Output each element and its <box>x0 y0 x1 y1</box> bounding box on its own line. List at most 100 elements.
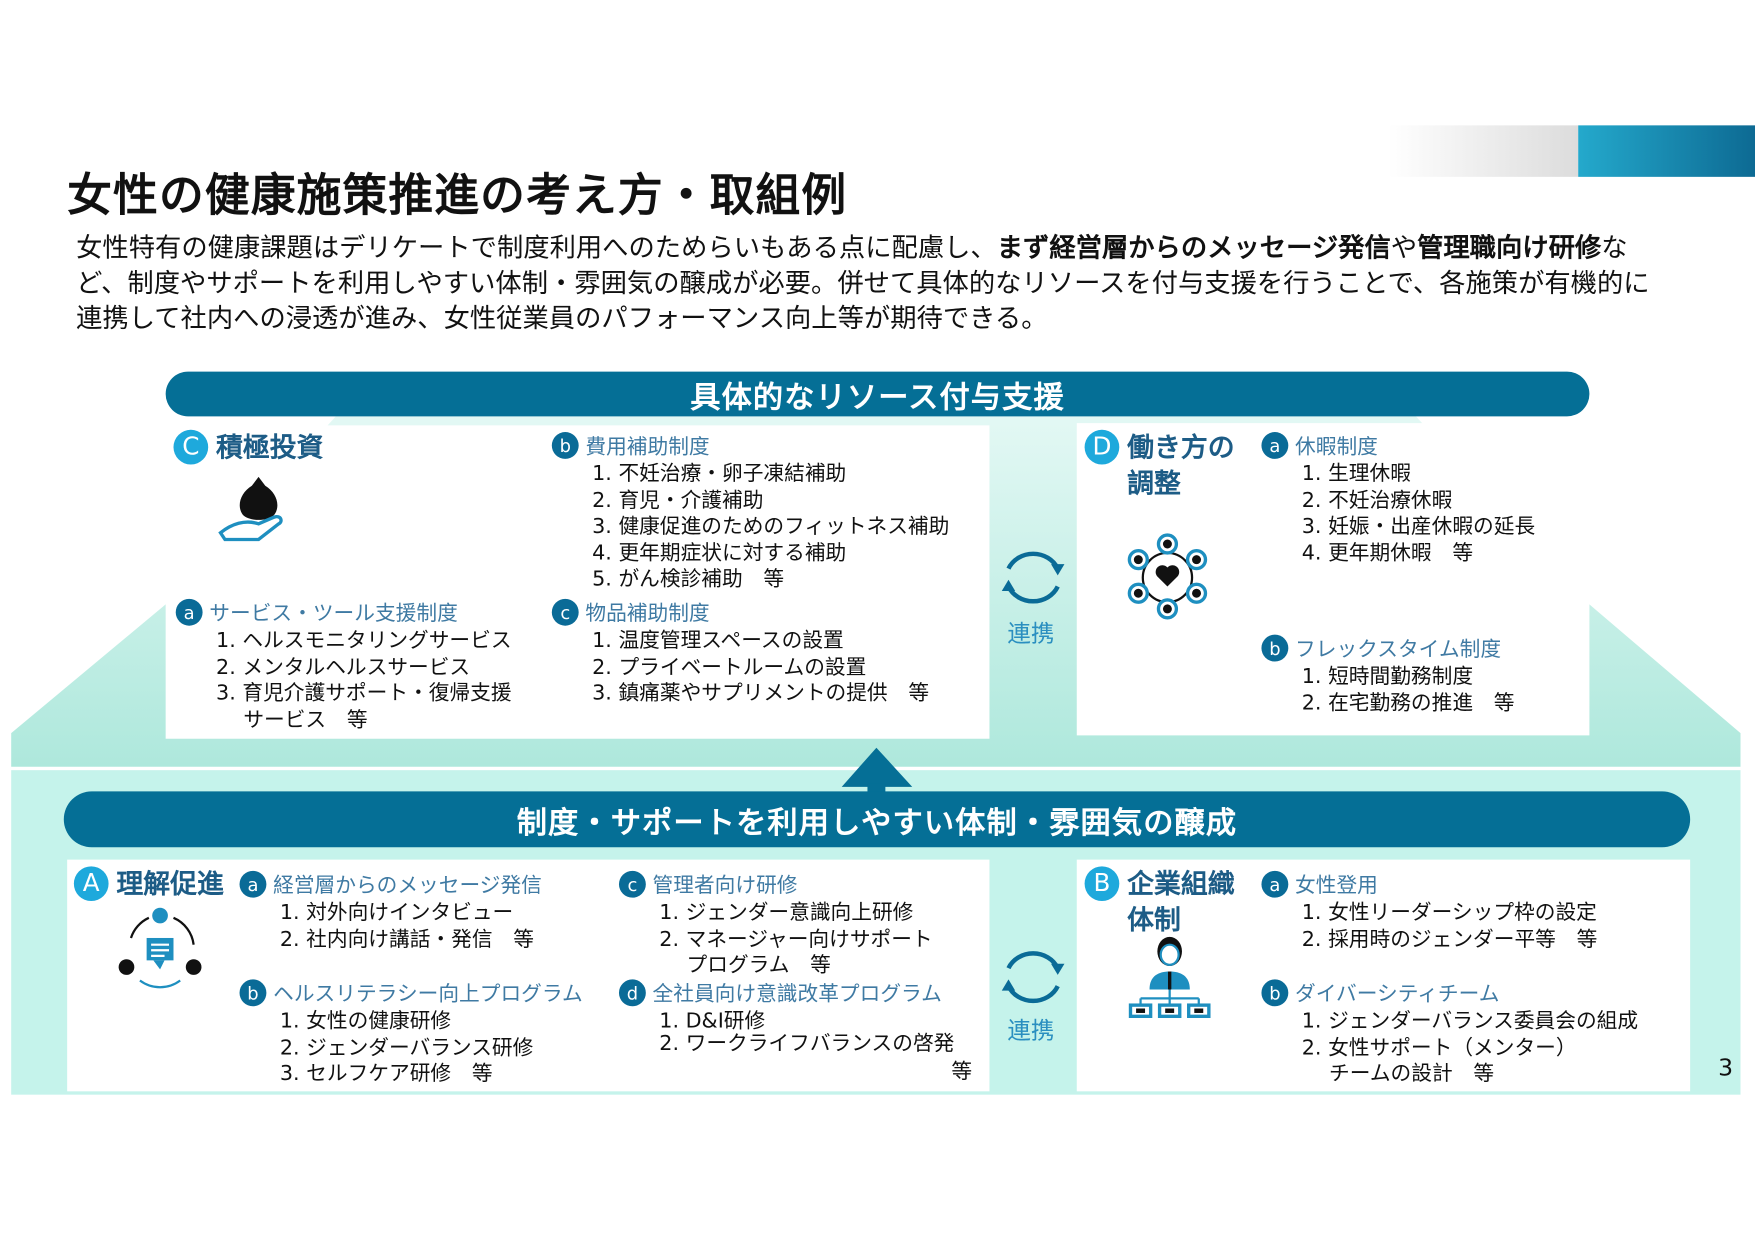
list-item: 1. D&I研修 <box>659 1009 766 1034</box>
category-title-line: 理解促進 <box>116 868 224 900</box>
header-decoration-accent <box>1578 125 1755 177</box>
list-item: 2. 女性サポート（メンター） <box>1301 1035 1577 1060</box>
list-item: 4. 更年期症状に対する補助 <box>592 541 847 565</box>
money-bag-hand-icon <box>218 476 283 542</box>
list-item: 3. セルフケア研修 等 <box>279 1062 493 1086</box>
list-item: 5. がん検診補助 等 <box>592 567 785 591</box>
category-title-line: 働き方の <box>1127 432 1235 464</box>
section-title: 管理者向け研修 <box>652 874 798 898</box>
panel-a <box>67 859 990 1092</box>
list-item: 3. 育児介護サポート・復帰支援 <box>216 681 512 706</box>
section-title: ダイバーシティチーム <box>1295 982 1500 1007</box>
section-title: 経営層からのメッセージ発信 <box>273 874 542 898</box>
list-item: 2. 育児・介護補助 <box>592 488 764 513</box>
section-title: 物品補助制度 <box>585 602 710 626</box>
section-title: 休暇制度 <box>1295 435 1378 459</box>
section-letter-badge: a <box>1261 870 1289 898</box>
category-title-line: 企業組織 <box>1127 868 1235 900</box>
cycle-arrows-icon <box>1001 551 1065 604</box>
list-item: 2. 不妊治療休暇 <box>1301 488 1453 513</box>
section-letter-badge: b <box>1261 634 1289 662</box>
banner-resource-support: 具体的なリソース付与支援 <box>165 371 1590 417</box>
list-item: 2. プライベートルームの設置 <box>592 655 867 679</box>
list-item: 2. 採用時のジェンダー平等 等 <box>1301 927 1598 951</box>
list-item: 3. 鎮痛薬やサプリメントの提供 等 <box>592 681 930 706</box>
list-item: 1. 生理休暇 <box>1301 462 1411 486</box>
network-people-icon <box>1127 533 1208 620</box>
list-item: 2. ジェンダーバランス研修 <box>279 1035 534 1060</box>
category-letter-badge: B <box>1084 866 1120 902</box>
list-item: 1. 不妊治療・卵子凍結補助 <box>592 462 847 486</box>
category-letter-badge: C <box>173 429 209 465</box>
section-letter-badge: b <box>1261 979 1289 1007</box>
banner-culture-building: 制度・サポートを利用しやすい体制・雰囲気の醸成 <box>63 791 1691 848</box>
cycle-arrows-icon <box>1001 951 1065 1004</box>
list-item: 1. 女性リーダーシップ枠の設定 <box>1301 901 1597 925</box>
section-letter-badge: c <box>551 598 579 626</box>
header-decoration <box>1387 125 1579 177</box>
renkei-label-top: 連携 <box>1007 620 1055 647</box>
list-item: 1. ジェンダー意識向上研修 <box>659 901 914 925</box>
section-letter-badge: d <box>618 979 646 1007</box>
list-item: 2. マネージャー向けサポート <box>659 927 933 951</box>
panel-c <box>165 425 990 739</box>
lead-emphasis: まず経営層からのメッセージ発信 <box>996 231 1391 264</box>
list-item: プログラム 等 <box>659 953 831 978</box>
category-title-line: 積極投資 <box>216 432 324 464</box>
list-item: 2. 在宅勤務の推進 等 <box>1301 691 1515 715</box>
list-item: 3. 妊娠・出産休暇の延長 <box>1301 514 1536 539</box>
category-letter-badge: A <box>73 866 109 902</box>
list-item: 2. メンタルヘルスサービス <box>216 655 471 679</box>
category-title: 理解促進 <box>116 866 223 902</box>
list-item: 4. 更年期休暇 等 <box>1301 541 1474 565</box>
list-item: 1. 短時間勤務制度 <box>1301 664 1474 689</box>
category-title: 企業組織体制 <box>1127 866 1234 938</box>
list-item: 2. ワークライフバランスの啓発 <box>659 1031 955 1055</box>
renkei-label-bottom: 連携 <box>1007 1017 1055 1045</box>
page-number: 3 <box>1718 1054 1734 1082</box>
list-item: 1. 温度管理スペースの設置 <box>592 629 844 653</box>
category-letter-badge: D <box>1084 429 1120 465</box>
list-item: 1. ジェンダーバランス委員会の組成 <box>1301 1009 1639 1034</box>
page-title: 女性の健康施策推進の考え方・取組例 <box>67 170 848 222</box>
section-title: ヘルスリテラシー向上プログラム <box>273 982 583 1007</box>
category-title-line: 体制 <box>1127 904 1181 936</box>
list-item: サービス 等 <box>216 707 368 732</box>
communication-cycle-icon <box>118 907 202 989</box>
up-arrow-icon <box>841 747 913 787</box>
list-item: 1. ヘルスモニタリングサービス <box>216 629 512 653</box>
org-chart-person-icon <box>1128 936 1211 1019</box>
category-title-line: 調整 <box>1127 467 1181 500</box>
lead-paragraph: 女性特有の健康課題はデリケートで制度利用へのためらいもある点に配慮し、まず経営層… <box>76 231 1665 337</box>
section-title: 全社員向け意識改革プログラム <box>652 982 942 1007</box>
list-item: 1. 対外向けインタビュー <box>279 901 514 925</box>
section-title: 女性登用 <box>1295 874 1378 898</box>
section-title: サービス・ツール支援制度 <box>209 602 458 626</box>
list-item: 等 <box>951 1059 973 1084</box>
section-letter-badge: b <box>551 432 579 459</box>
lead-text: や <box>1390 231 1418 264</box>
list-item: 2. 社内向け講話・発信 等 <box>279 927 534 951</box>
list-item: 1. 女性の健康研修 <box>279 1009 452 1034</box>
list-item: 3. 健康促進のためのフィットネス補助 <box>592 514 950 539</box>
section-letter-badge: a <box>239 870 267 898</box>
category-title: 積極投資 <box>216 430 323 466</box>
section-title: 費用補助制度 <box>585 435 710 459</box>
lead-emphasis: 管理職向け研修 <box>1417 231 1602 264</box>
section-letter-badge: a <box>1261 432 1289 459</box>
lead-text: 女性特有の健康課題はデリケートで制度利用へのためらいもある点に配慮し、 <box>76 231 997 264</box>
